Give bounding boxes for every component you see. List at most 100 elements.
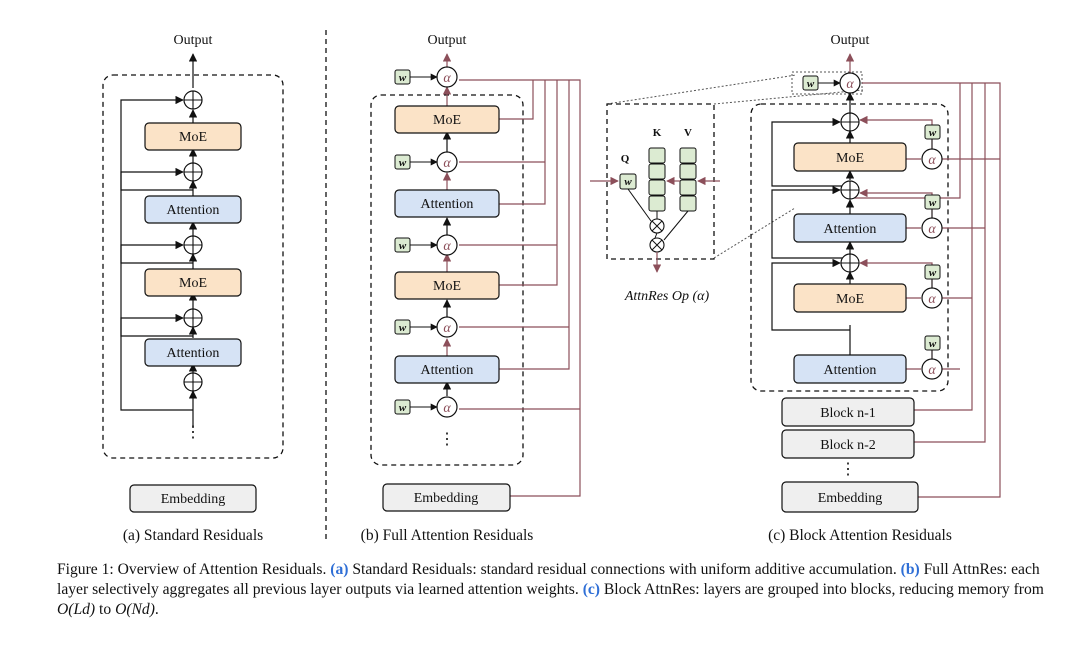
sum-node xyxy=(183,90,203,110)
vdots: ⋮ xyxy=(439,431,455,448)
attention-residuals-figure: Output MoE Attention MoE Attention xyxy=(102,30,1001,544)
panel-b: Output α α α α α w w w w w MoE Attent xyxy=(361,33,581,544)
sum-node xyxy=(183,235,203,255)
panel-a-label: (a) Standard Residuals xyxy=(123,527,263,544)
vdots: ⋮ xyxy=(185,424,201,441)
vdots: ⋮ xyxy=(840,461,856,478)
svg-text:w: w xyxy=(929,267,937,279)
svg-text:α: α xyxy=(443,71,451,86)
k-label: K xyxy=(653,127,662,139)
weight-node: w xyxy=(924,124,941,149)
svg-text:w: w xyxy=(807,78,815,90)
panel-b-label: (b) Full Attention Residuals xyxy=(361,527,534,544)
panel-c: Output α α α α α w w w xyxy=(750,33,1001,544)
sum-node xyxy=(183,308,203,328)
alpha-node: α xyxy=(921,148,943,170)
caption-ref-b: (b) xyxy=(900,561,920,578)
svg-text:α: α xyxy=(443,321,451,336)
attention-label: Attention xyxy=(421,197,474,212)
key-stack xyxy=(648,147,666,212)
svg-text:α: α xyxy=(443,239,451,254)
output-label-c: Output xyxy=(831,33,870,48)
weight-node: w xyxy=(924,335,941,359)
weight-node: w xyxy=(924,194,941,218)
caption-text-a: Standard Residuals: standard residual co… xyxy=(348,561,901,578)
moe-block xyxy=(793,283,907,313)
block-n1 xyxy=(781,397,915,427)
svg-text:α: α xyxy=(928,153,936,168)
svg-text:w: w xyxy=(929,338,937,350)
alpha-node: α xyxy=(921,287,943,309)
svg-text:w: w xyxy=(929,197,937,209)
caption-math-ld: O(Ld) xyxy=(57,601,96,618)
sum-node xyxy=(183,162,203,182)
alpha-node: α xyxy=(436,234,458,256)
attention-label: Attention xyxy=(824,222,877,237)
weight-node: w xyxy=(394,399,438,415)
attention-block xyxy=(793,213,907,243)
attention-block xyxy=(144,338,242,367)
sum-node xyxy=(840,180,860,200)
alpha-node: α xyxy=(436,151,458,173)
weight-node: w xyxy=(394,154,438,170)
caption-to: to xyxy=(95,601,116,618)
attnres-op-label: AttnRes Op (α) xyxy=(624,289,710,304)
layer-stack-box-a xyxy=(102,74,284,459)
alpha-node: α xyxy=(436,316,458,338)
embedding-label: Embedding xyxy=(818,491,883,506)
sum-node xyxy=(840,253,860,273)
moe-block xyxy=(144,268,242,297)
moe-label: MoE xyxy=(836,292,864,307)
q-label: Q xyxy=(621,153,630,165)
caption-math-nd: O(Nd) xyxy=(115,601,155,618)
moe-label: MoE xyxy=(179,130,207,145)
svg-text:α: α xyxy=(928,363,936,378)
sum-node xyxy=(183,372,203,392)
value-stack xyxy=(679,147,697,212)
block-n2 xyxy=(781,429,915,459)
caption-ref-a: (a) xyxy=(330,561,349,578)
attention-block xyxy=(394,189,500,218)
weight-node: w xyxy=(394,237,438,253)
block-box-c xyxy=(750,103,949,392)
moe-block xyxy=(394,105,500,134)
multiply-node xyxy=(649,237,665,253)
embedding-block xyxy=(129,484,257,513)
svg-text:α: α xyxy=(846,77,854,92)
svg-text:w: w xyxy=(399,157,407,169)
moe-block xyxy=(144,122,242,151)
sum-node xyxy=(840,112,860,132)
alpha-node: α xyxy=(436,66,458,88)
output-label-b: Output xyxy=(428,33,467,48)
attention-label: Attention xyxy=(167,203,220,218)
caption-intro: Figure 1: Overview of Attention Residual… xyxy=(57,561,331,578)
embedding-block xyxy=(781,481,919,513)
caption-ref-c: (c) xyxy=(582,581,600,598)
figure-caption: Figure 1: Overview of Attention Residual… xyxy=(57,560,1047,620)
multiply-node xyxy=(649,218,665,234)
moe-label: MoE xyxy=(433,113,461,128)
svg-text:w: w xyxy=(929,127,937,139)
block-n2-label: Block n-2 xyxy=(820,438,876,453)
embedding-block xyxy=(382,483,511,512)
attention-label: Attention xyxy=(167,346,220,361)
panel-a: Output MoE Attention MoE Attention xyxy=(102,33,284,544)
svg-text:α: α xyxy=(928,222,936,237)
v-label: V xyxy=(684,127,692,139)
block-n1-label: Block n-1 xyxy=(820,406,876,421)
output-label-a: Output xyxy=(174,33,213,48)
moe-label: MoE xyxy=(836,151,864,166)
caption-end: . xyxy=(154,601,159,618)
embedding-label: Embedding xyxy=(414,491,479,506)
caption-text-c: Block AttnRes: layers are grouped into b… xyxy=(600,581,1044,598)
alpha-node: α xyxy=(436,396,458,418)
caption-text-b: Full AttnRes: each layer selectively agg… xyxy=(57,561,1040,598)
attention-label: Attention xyxy=(824,363,877,378)
svg-text:α: α xyxy=(928,292,936,307)
svg-text:w: w xyxy=(399,322,407,334)
attention-block xyxy=(394,355,500,384)
svg-text:w: w xyxy=(399,72,407,84)
moe-block xyxy=(793,142,907,172)
moe-label: MoE xyxy=(179,276,207,291)
svg-text:w: w xyxy=(399,402,407,414)
